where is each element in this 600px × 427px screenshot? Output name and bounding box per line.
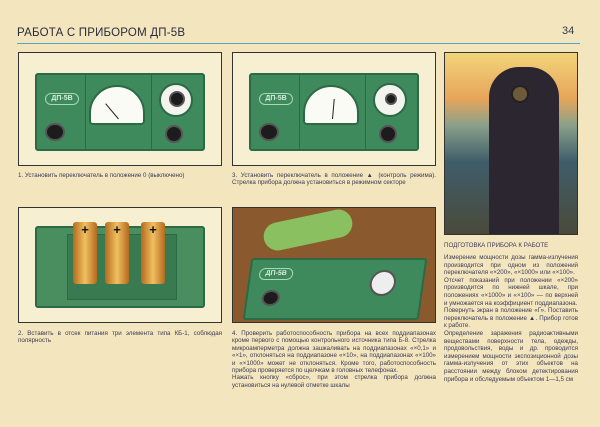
caption-step2: 2. Вставить в отсек питания три элемента…: [18, 330, 222, 345]
headphone-jack: [45, 123, 65, 141]
range-switch: [368, 270, 398, 296]
battery: +: [73, 222, 97, 284]
range-switch: [373, 83, 407, 117]
device-top: ДП-5В: [242, 258, 428, 320]
reset-button: [379, 125, 397, 143]
device-front: ДП-5В: [249, 73, 419, 151]
reset-button: [165, 125, 183, 143]
headphone-jack: [259, 123, 279, 141]
device-label: ДП-5В: [259, 93, 293, 105]
figure-step4: ДП-5В: [232, 206, 436, 323]
meter-dial: [89, 85, 145, 125]
caption-step1: 1. Установить переключатель в положение …: [18, 172, 185, 179]
caption-step4: 4. Проверить работоспособность прибора н…: [232, 330, 436, 389]
illustration-gas-mask-operator: [444, 52, 578, 235]
battery: +: [105, 222, 129, 284]
page-title: РАБОТА С ПРИБОРОМ ДП-5В: [17, 27, 186, 39]
battery: +: [141, 222, 165, 284]
section-heading: ПОДГОТОВКА ПРИБОРА К РАБОТЕ: [444, 242, 549, 249]
header-rule: [17, 43, 580, 44]
device-label: ДП-5В: [45, 93, 79, 105]
range-switch: [159, 83, 193, 117]
caption-step3: 3. Установить переключатель в положение …: [232, 172, 436, 187]
meter-dial: [303, 85, 359, 125]
headphone-jack: [260, 290, 281, 306]
battery-compartment: + + +: [35, 222, 205, 308]
device-front: ДП-5В: [35, 73, 205, 151]
detector-probe: [261, 206, 355, 254]
figure-step2: + + +: [18, 207, 222, 323]
page-number: 34: [562, 25, 575, 37]
figure-step1: ДП-5В: [18, 52, 222, 166]
device-label: ДП-5В: [258, 268, 294, 280]
figure-step3: ДП-5В: [232, 52, 436, 166]
section-body: Измерение мощности дозы гамма-излучения …: [444, 254, 578, 383]
